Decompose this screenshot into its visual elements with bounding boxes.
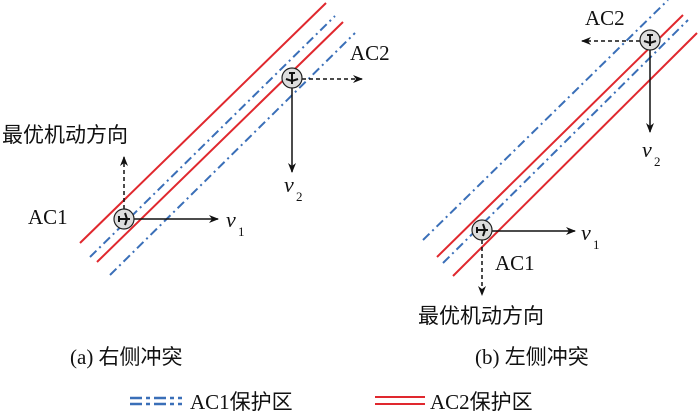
v1-subscript: 1 (238, 224, 245, 239)
ac2-label: AC2 (585, 6, 625, 30)
legend: AC1保护区 AC2保护区 (130, 390, 533, 414)
ac2-label: AC2 (350, 41, 390, 65)
ac1-zone-upper (422, 0, 669, 241)
v1-label: v (581, 220, 591, 245)
legend-ac1-label: AC1保护区 (190, 390, 293, 414)
v2-subscript: 2 (296, 189, 303, 204)
maneuver-label: 最优机动方向 (2, 123, 128, 147)
ac1-label: AC1 (28, 205, 68, 229)
maneuver-label: 最优机动方向 (418, 304, 544, 328)
aircraft-icon (471, 219, 493, 241)
ac2-zone-lower (96, 21, 344, 263)
aircraft-icon (113, 208, 135, 230)
caption-b: (b) 左侧冲突 (475, 345, 589, 369)
v2-label: v (642, 137, 652, 162)
ac1-zone-lower (109, 32, 356, 276)
aircraft-icon (639, 29, 661, 51)
ac2-zone-lower (452, 32, 698, 277)
v1-label: v (226, 207, 236, 232)
ac2-zone-upper (436, 14, 684, 258)
ac1-label: AC1 (495, 251, 535, 275)
panel-a: 最优机动方向 AC1 AC2 v 1 v 2 (a) 右侧冲突 (2, 2, 390, 369)
caption-a: (a) 右侧冲突 (70, 345, 183, 369)
aircraft-icon (281, 67, 303, 89)
panel-b: AC2 AC1 最优机动方向 v 1 v 2 (b) 左侧冲突 (418, 0, 698, 369)
ac2-zone-upper (79, 2, 327, 244)
v2-subscript: 2 (654, 154, 661, 169)
v2-label: v (284, 172, 294, 197)
legend-ac2-label: AC2保护区 (430, 390, 533, 414)
v1-subscript: 1 (593, 237, 600, 252)
